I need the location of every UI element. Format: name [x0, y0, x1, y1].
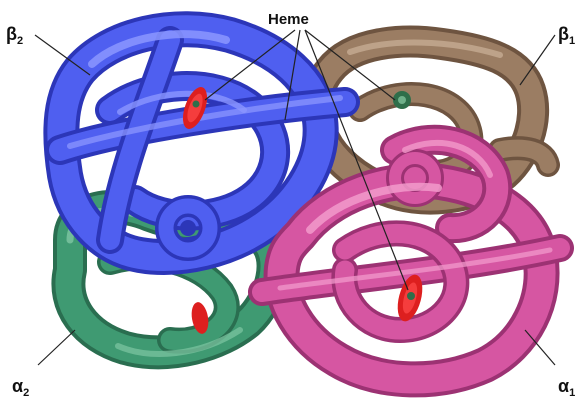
- beta-1-letter: β: [558, 24, 569, 44]
- alpha-2-label: α2: [12, 376, 29, 399]
- heme-group-beta-1: [393, 91, 411, 109]
- beta-1-subscript: 1: [569, 35, 575, 47]
- beta-1-label: β1: [558, 24, 575, 47]
- alpha-1-subscript: 1: [569, 387, 575, 399]
- heme-label: Heme: [268, 11, 309, 28]
- beta-2-subscript: 2: [17, 35, 23, 47]
- alpha-2-letter: α: [12, 376, 23, 396]
- alpha-1-letter: α: [558, 376, 569, 396]
- alpha-1-label: α1: [558, 376, 575, 399]
- beta-2-letter: β: [6, 24, 17, 44]
- alpha-2-subscript: 2: [23, 387, 29, 399]
- beta-2-label: β2: [6, 24, 23, 47]
